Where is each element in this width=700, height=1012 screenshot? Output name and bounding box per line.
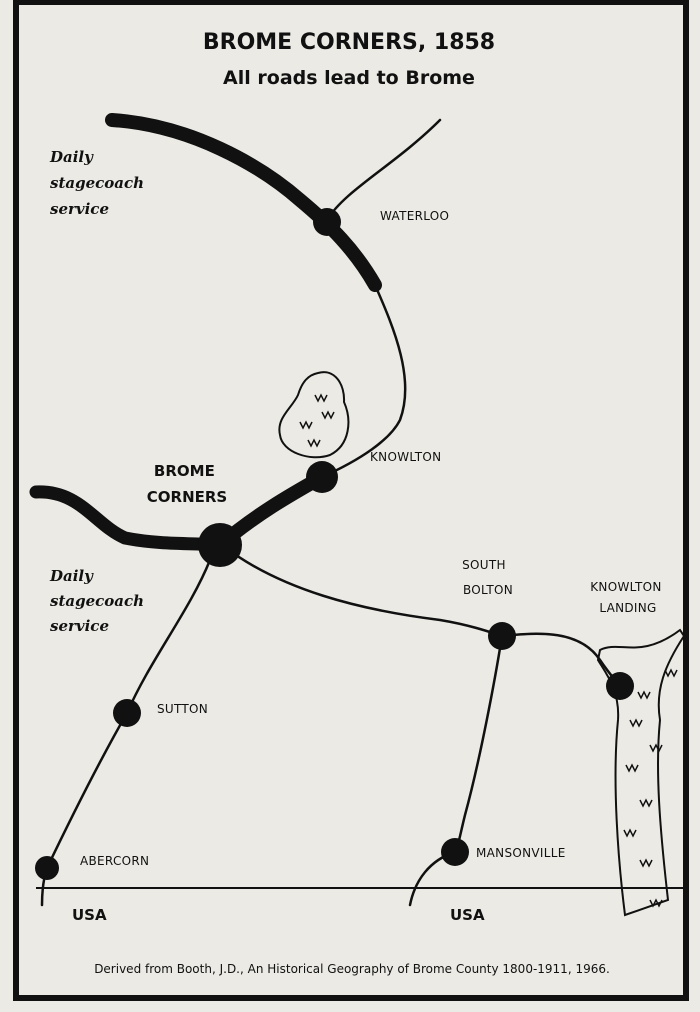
stage-note-top: Daily stagecoach service (49, 148, 149, 218)
label-knowlton-landing: KNOWLTON LANDING (590, 580, 665, 615)
usa-label-right: USA (450, 906, 485, 924)
pond-near-knowlton (278, 371, 350, 459)
town-dot-knowlton (306, 461, 338, 493)
map-title: BROME CORNERS, 1858 (203, 30, 495, 55)
label-brome-corners: BROME CORNERS (147, 462, 227, 506)
town-dot-knowlton-landing (606, 672, 634, 700)
road-brome-south-bolton (220, 543, 504, 638)
town-markers (35, 208, 634, 880)
label-sutton: SUTTON (157, 702, 208, 716)
road-waterloo-north (325, 118, 442, 222)
source-citation: Derived from Booth, J.D., An Historical … (94, 962, 610, 976)
road-waterloo-knowlton (320, 283, 407, 479)
town-dot-brome-corners (198, 523, 242, 567)
town-dot-mansonville (441, 838, 469, 866)
stage-route-waterloo (105, 113, 382, 292)
label-waterloo: WATERLOO (380, 209, 449, 223)
lake-brome-shore (596, 628, 686, 917)
label-south-bolton: SOUTH BOLTON (462, 558, 513, 597)
pond-marsh-marks (299, 393, 335, 448)
map-border (13, 0, 689, 1001)
label-mansonville: MANSONVILLE (476, 846, 566, 860)
label-abercorn: ABERCORN (80, 854, 149, 868)
map-subtitle: All roads lead to Brome (223, 67, 475, 89)
town-dot-south-bolton (488, 622, 516, 650)
town-dot-abercorn (35, 856, 59, 880)
stage-note-bottom: Daily stagecoach service (49, 567, 149, 635)
stage-route-west (29, 485, 227, 552)
town-dot-waterloo (313, 208, 341, 236)
lake-marsh-marks (623, 668, 678, 908)
usa-label-left: USA (72, 906, 107, 924)
town-dot-sutton (113, 699, 141, 727)
label-knowlton: KNOWLTON (370, 450, 441, 464)
